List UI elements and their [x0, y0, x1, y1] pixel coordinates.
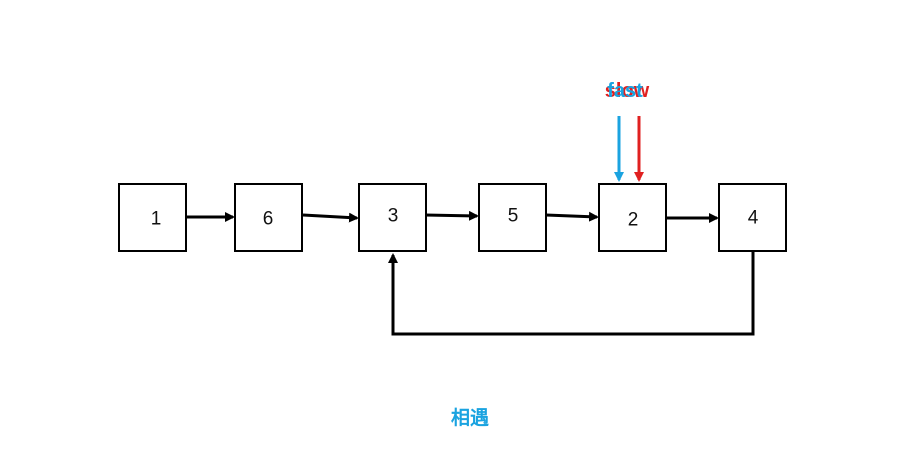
- link-3-to-5: [424, 210, 479, 221]
- node-6: 6: [234, 183, 303, 252]
- node-6-label: 6: [263, 209, 274, 230]
- node-4-label: 4: [748, 208, 759, 229]
- slow-pointer-label: slow: [605, 80, 650, 102]
- link-6-to-3: [302, 212, 359, 223]
- node-5-label: 5: [508, 206, 519, 227]
- node-1-label: 1: [151, 209, 162, 230]
- node-2-label: 2: [628, 210, 639, 231]
- node-3: 3: [358, 183, 427, 252]
- node-2: 2: [598, 183, 667, 252]
- meet-caption: 相遇: [451, 407, 489, 429]
- link-4-to-3-cycle: [388, 252, 755, 336]
- fast-pointer-label: fast: [607, 80, 643, 102]
- node-3-label: 3: [388, 206, 399, 227]
- node-4: 4: [718, 183, 787, 252]
- link-5-to-2: [545, 211, 599, 222]
- node-5: 5: [478, 183, 547, 252]
- node-1: 1: [118, 183, 187, 252]
